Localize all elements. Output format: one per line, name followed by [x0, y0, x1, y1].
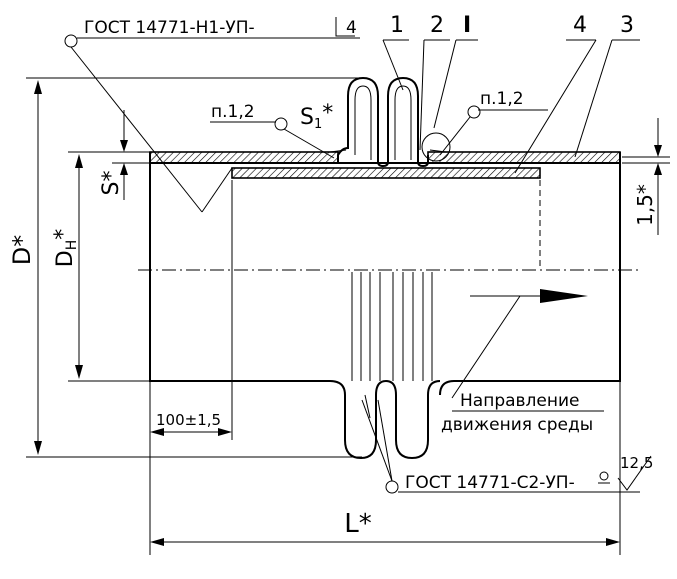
dimension-l [149, 381, 621, 555]
item-3-label: 3 [620, 13, 634, 38]
dimension-dh-label: DH* [51, 229, 80, 267]
roughness-label: 12,5 [620, 454, 653, 472]
weld-top-label: ГОСТ 14771-Н1-УП- [84, 18, 255, 38]
dimension-1-5 [622, 118, 670, 235]
dimension-s-label: S* [99, 171, 124, 196]
dimension-d-label: D* [8, 235, 36, 265]
item-4-label: 4 [573, 13, 587, 38]
dimension-d [26, 77, 362, 458]
pipe-outline [149, 152, 621, 396]
dimension-dh [68, 151, 150, 382]
note-right-label: п.1,2 [480, 89, 524, 109]
dimension-l-label: L* [344, 509, 372, 539]
dimension-s [112, 110, 150, 200]
weld-bottom-label: ГОСТ 14771-С2-УП- [405, 473, 575, 493]
weld-top-size: 4 [346, 18, 357, 38]
flow-label-line2: движения среды [441, 415, 593, 435]
item-2-label: 2 [430, 13, 444, 38]
flow-arrow [451, 289, 588, 399]
note-left-label: п.1,2 [211, 102, 255, 122]
item-1-label: 1 [390, 13, 404, 38]
view-mark-label: I [463, 13, 471, 38]
dimension-1-5-label: 1,5* [633, 184, 657, 226]
note-right-leader [439, 105, 548, 156]
weld-bottom-leader [361, 399, 640, 494]
weld-bottom-symbol [598, 471, 610, 484]
flow-label-line1: Направление [460, 391, 580, 411]
bellows-top-section [329, 76, 447, 168]
note-left-leader [210, 117, 335, 159]
dimension-100-label: 100±1,5 [156, 411, 221, 429]
item-leaders [382, 39, 640, 174]
dimension-100 [149, 180, 233, 440]
bellows-bottom-view [344, 272, 441, 460]
roughness-symbol [617, 455, 652, 491]
weld-top-leader [64, 17, 360, 213]
s1-label: S1* [300, 101, 333, 132]
